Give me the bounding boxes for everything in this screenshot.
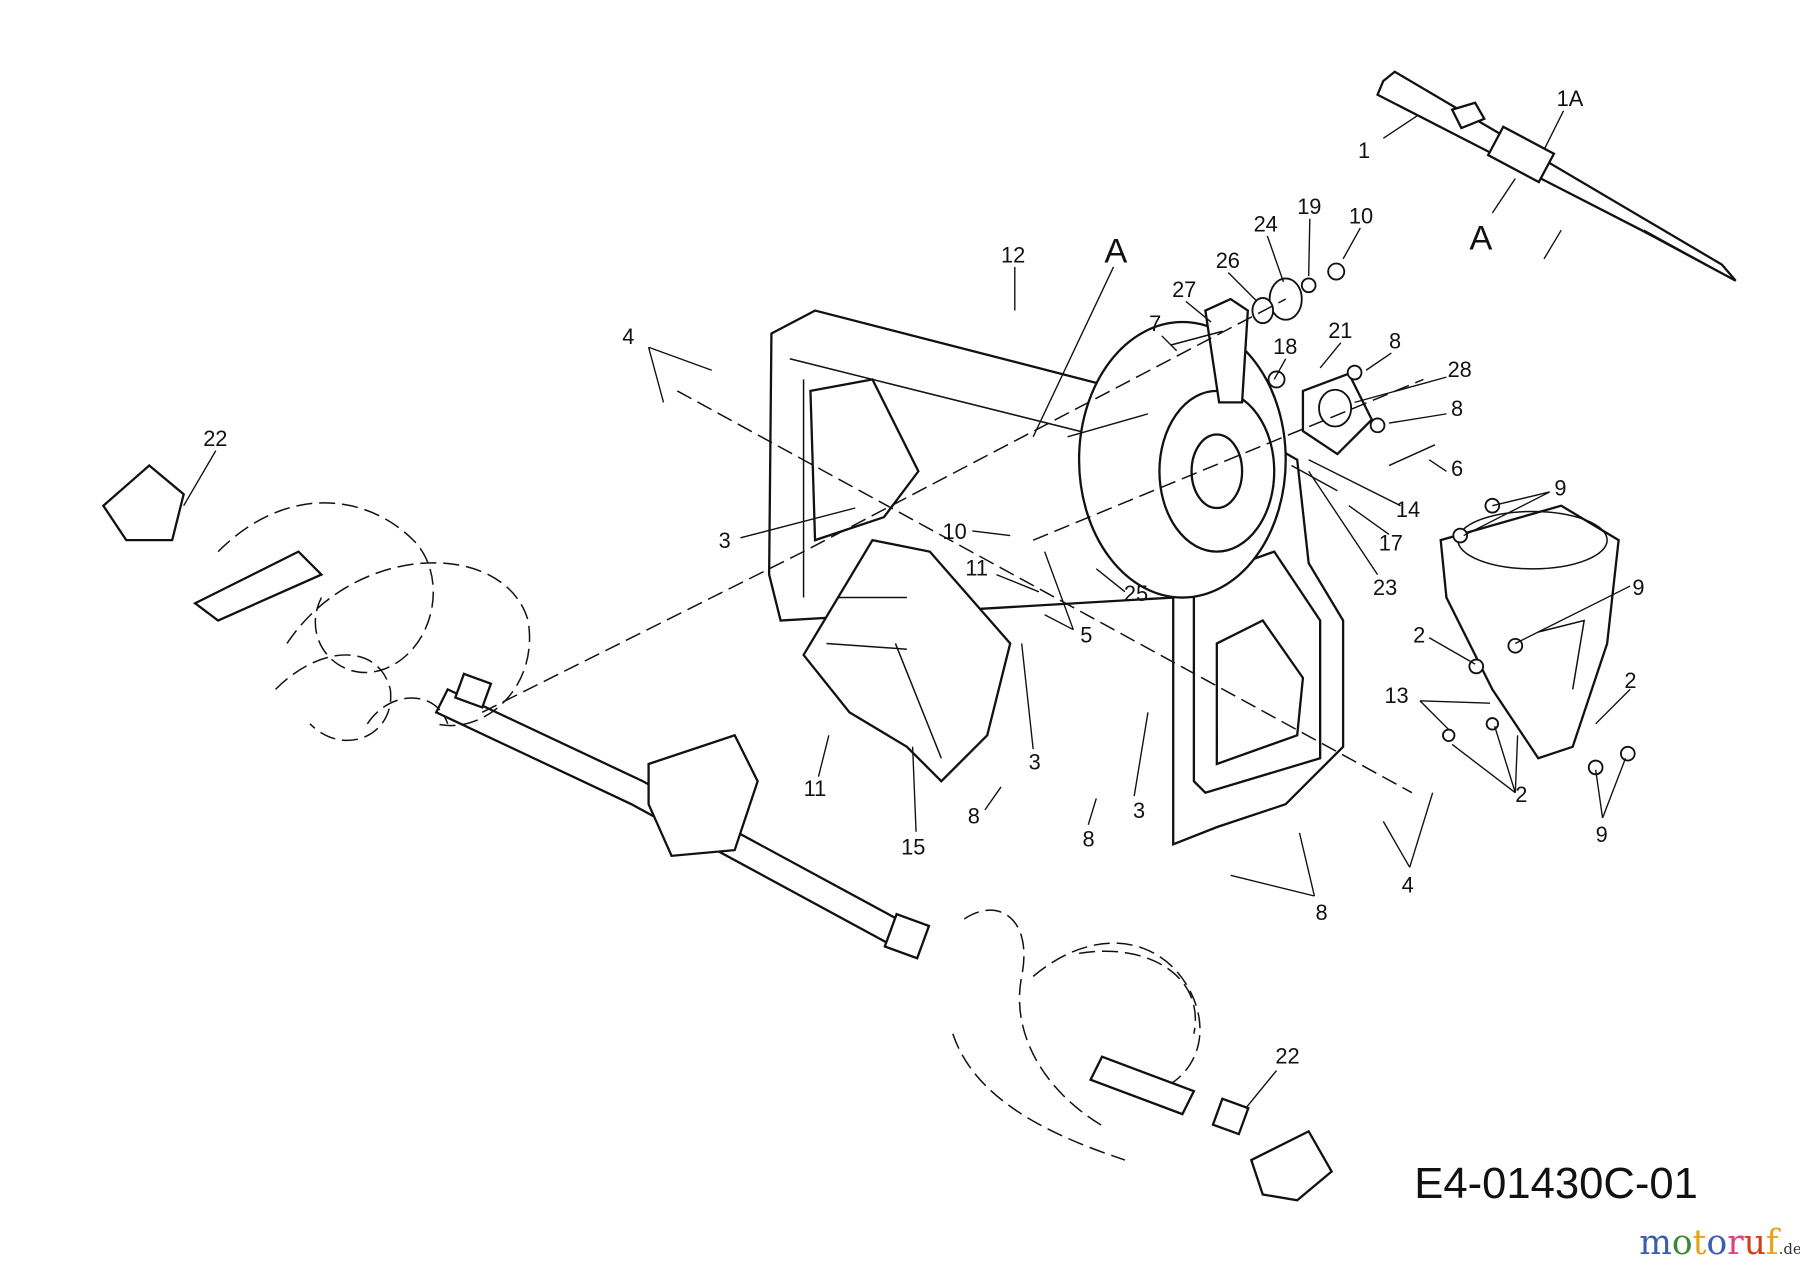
callout-13: 13 bbox=[1384, 683, 1408, 708]
logo-letter: m bbox=[1639, 1223, 1672, 1263]
logo-letter: t bbox=[1693, 1223, 1707, 1263]
callout-8: 8 bbox=[1389, 328, 1401, 353]
callout-17: 17 bbox=[1379, 530, 1403, 555]
auger-housing bbox=[767, 309, 1374, 847]
callout-22: 22 bbox=[1275, 1044, 1299, 1069]
leader-lines bbox=[183, 110, 1631, 1109]
callouts: 1 1A A A 12 24 19 10 26 27 7 18 21 8 28 … bbox=[203, 86, 1644, 1068]
callout-4: 4 bbox=[1402, 873, 1414, 898]
discharge-chute-base bbox=[1439, 497, 1636, 776]
callout-22: 22 bbox=[203, 426, 227, 451]
callout-26: 26 bbox=[1216, 248, 1240, 273]
callout-6: 6 bbox=[1451, 456, 1463, 481]
section-marker-a-right: A bbox=[1469, 220, 1492, 258]
callout-9: 9 bbox=[1632, 575, 1644, 600]
callout-21: 21 bbox=[1328, 318, 1352, 343]
callout-2: 2 bbox=[1624, 668, 1636, 693]
callout-25: 25 bbox=[1124, 581, 1148, 606]
logo-letter: u bbox=[1744, 1223, 1766, 1263]
callout-18: 18 bbox=[1273, 334, 1297, 359]
section-marker-a-left: A bbox=[1104, 232, 1127, 270]
callout-3: 3 bbox=[1133, 798, 1145, 823]
callout-11: 11 bbox=[965, 556, 988, 581]
callout-11: 11 bbox=[804, 776, 827, 801]
logo-letter: o bbox=[1707, 1223, 1728, 1263]
motoruf-logo: motoruf.de bbox=[1639, 1223, 1800, 1263]
callout-23: 23 bbox=[1373, 575, 1397, 600]
callout-3: 3 bbox=[1029, 750, 1041, 775]
auger-right bbox=[952, 909, 1334, 1202]
impeller bbox=[802, 538, 1012, 783]
auger-left bbox=[101, 464, 531, 742]
logo-letter: o bbox=[1672, 1223, 1693, 1263]
gearbox-and-shaft bbox=[434, 672, 931, 960]
callout-4: 4 bbox=[622, 324, 634, 349]
callout-8: 8 bbox=[1451, 396, 1463, 421]
callout-2: 2 bbox=[1515, 782, 1527, 807]
logo-suffix: .de bbox=[1779, 1240, 1800, 1258]
callout-15: 15 bbox=[901, 835, 925, 860]
callout-9: 9 bbox=[1554, 475, 1566, 500]
callout-2: 2 bbox=[1413, 622, 1425, 647]
callout-8: 8 bbox=[968, 804, 980, 829]
callout-8: 8 bbox=[1083, 827, 1095, 852]
callout-3: 3 bbox=[719, 528, 731, 553]
logo-letter: r bbox=[1727, 1223, 1744, 1263]
callout-19: 19 bbox=[1297, 194, 1321, 219]
logo-letter: f bbox=[1766, 1223, 1781, 1263]
callout-10: 10 bbox=[1349, 203, 1373, 228]
diagram-code: E4-01430C-01 bbox=[1414, 1160, 1698, 1208]
callout-10: 10 bbox=[942, 519, 966, 544]
chute-crank-rod bbox=[1376, 70, 1737, 282]
callout-24: 24 bbox=[1254, 211, 1278, 236]
callout-5: 5 bbox=[1080, 622, 1092, 647]
callout-28: 28 bbox=[1448, 357, 1472, 382]
callout-27: 27 bbox=[1172, 277, 1196, 302]
callout-12: 12 bbox=[1001, 242, 1025, 267]
callout-1: 1 bbox=[1358, 138, 1370, 163]
callout-14: 14 bbox=[1396, 497, 1420, 522]
callout-7: 7 bbox=[1149, 311, 1161, 336]
callout-9: 9 bbox=[1596, 822, 1608, 847]
callout-1a: 1A bbox=[1557, 86, 1584, 111]
callout-8: 8 bbox=[1316, 900, 1328, 925]
